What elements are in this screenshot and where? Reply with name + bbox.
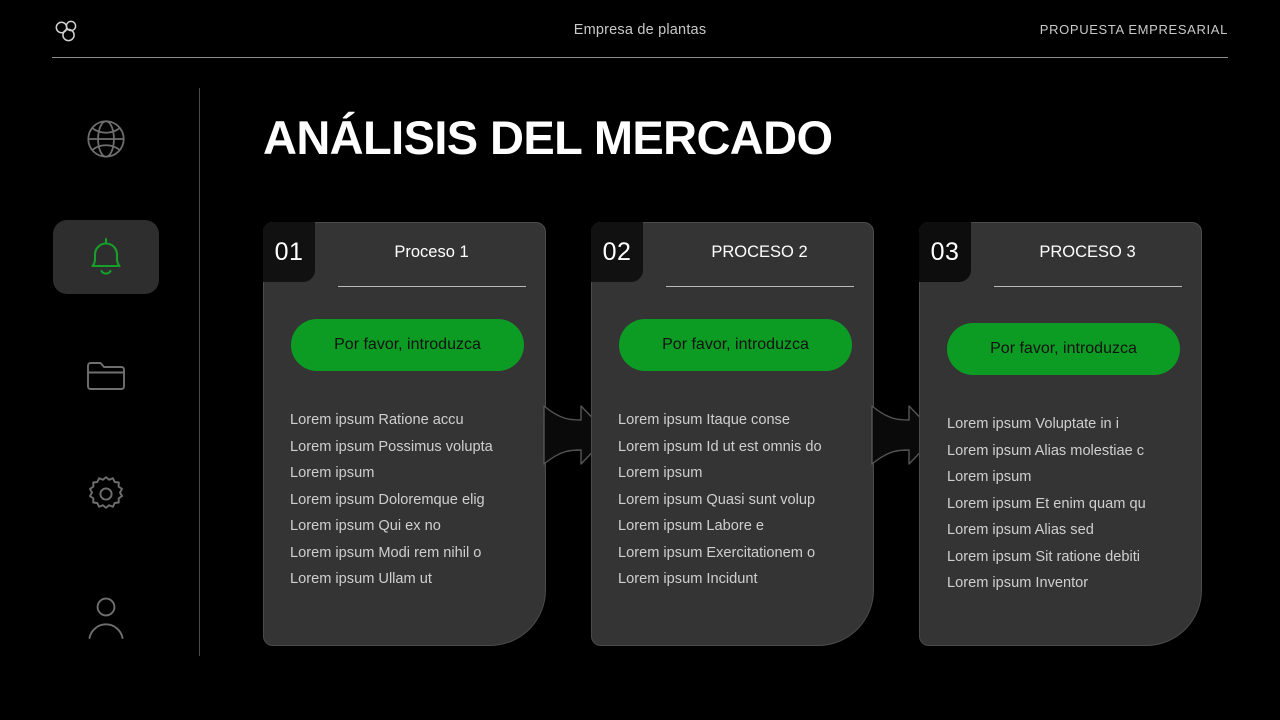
list-item: Lorem ipsum Et enim quam qu (947, 495, 1146, 512)
process-card: 02 PROCESO 2 Por favor, introduzca Lorem… (591, 222, 874, 646)
globe-icon (81, 114, 131, 164)
process-card: 03 PROCESO 3 Por favor, introduzca Lorem… (919, 222, 1202, 646)
card-title: PROCESO 3 (1039, 242, 1136, 261)
card-item-list: Lorem ipsum Ratione accu Lorem ipsum Pos… (290, 407, 540, 593)
list-item: Lorem ipsum (618, 465, 703, 481)
list-item: Lorem ipsum Alias molestiae c (947, 442, 1145, 459)
list-item: Lorem ipsum Qui ex no (290, 518, 441, 534)
card-cta-button[interactable]: Por favor, introduzca (619, 319, 852, 371)
top-header-bar: Empresa de plantas PROPUESTA EMPRESARIAL (52, 14, 1228, 58)
list-item: Lorem ipsum Inventor (947, 575, 1089, 591)
list-item: Lorem ipsum (947, 469, 1032, 485)
header-right-label: PROPUESTA EMPRESARIAL (1039, 22, 1228, 37)
list-item: Lorem ipsum Doloremque elig (290, 491, 485, 508)
sidebar-content-divider (199, 88, 200, 656)
list-item: Lorem ipsum Labore e (618, 518, 765, 534)
list-item: Lorem ipsum Incidunt (618, 571, 758, 587)
sidebar-item-notifications[interactable] (53, 220, 159, 294)
list-item: Lorem ipsum Id ut est omnis do (618, 438, 822, 455)
list-item: Lorem ipsum Modi rem nihil o (290, 544, 482, 561)
card-number-badge: 02 (591, 222, 643, 282)
gear-icon (82, 470, 130, 518)
sidebar-item-files[interactable] (53, 339, 159, 413)
list-item: Lorem ipsum Possimus volupta (290, 438, 493, 455)
list-item: Lorem ipsum Ullam ut (290, 571, 432, 587)
card-title-rule (338, 286, 526, 287)
card-cta-button[interactable]: Por favor, introduzca (291, 319, 524, 371)
card-number-badge: 01 (263, 222, 315, 282)
list-item: Lorem ipsum (290, 465, 375, 481)
card-title-rule (666, 286, 854, 287)
card-item-list: Lorem ipsum Itaque conse Lorem ipsum Id … (618, 407, 868, 593)
page-title: ANÁLISIS DEL MERCADO (263, 111, 833, 164)
header-center-title: Empresa de plantas (573, 22, 707, 38)
list-item: Lorem ipsum Ratione accu (290, 412, 464, 428)
card-title-rule (994, 286, 1182, 287)
card-number-badge: 03 (919, 222, 971, 282)
card-item-list: Lorem ipsum Voluptate in i Lorem ipsum A… (947, 411, 1197, 597)
list-item: Lorem ipsum Alias sed (947, 522, 1094, 538)
card-title: PROCESO 2 (711, 242, 808, 261)
card-title: Proceso 1 (394, 242, 469, 261)
folder-icon (82, 354, 130, 398)
list-item: Lorem ipsum Quasi sunt volup (618, 491, 816, 508)
left-sidebar-nav (53, 88, 159, 658)
user-icon (82, 591, 130, 643)
list-item: Lorem ipsum Sit ratione debiti (947, 548, 1141, 565)
sidebar-item-globe[interactable] (53, 102, 159, 176)
three-circles-logo-icon[interactable] (52, 16, 82, 46)
card-cta-button[interactable]: Por favor, introduzca (947, 323, 1180, 375)
list-item: Lorem ipsum Voluptate in i (947, 416, 1119, 432)
sidebar-item-settings[interactable] (53, 457, 159, 531)
list-item: Lorem ipsum Itaque conse (618, 412, 790, 428)
sidebar-item-account[interactable] (53, 580, 159, 654)
list-item: Lorem ipsum Exercitationem o (618, 544, 816, 561)
bell-icon (83, 233, 129, 281)
process-card: 01 Proceso 1 Por favor, introduzca Lorem… (263, 222, 546, 646)
header-divider-rule (52, 57, 1228, 58)
